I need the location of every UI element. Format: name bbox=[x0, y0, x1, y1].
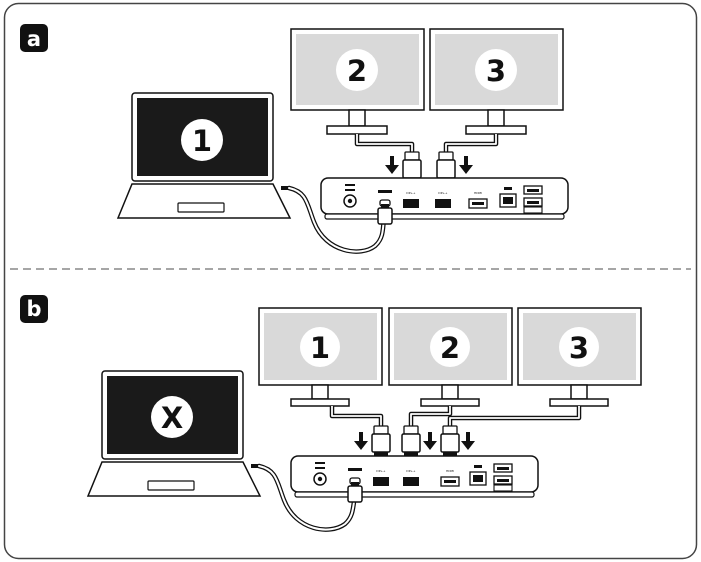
panel-b-label: b bbox=[26, 297, 41, 321]
laptop-base bbox=[86, 461, 262, 497]
monitor-number-circle bbox=[475, 49, 517, 91]
monitor-number-circle bbox=[430, 327, 470, 367]
dock-port-dp-1: DP++ bbox=[403, 191, 419, 208]
arrow-down-icon bbox=[385, 156, 399, 174]
monitor-a-2: 2 bbox=[290, 28, 425, 135]
laptop-screen-number: 1 bbox=[192, 124, 212, 158]
monitor-foot bbox=[326, 125, 388, 135]
monitor-neck bbox=[311, 384, 329, 400]
monitor-number: 2 bbox=[440, 331, 460, 365]
dock-port-dp-2: DP++ bbox=[403, 469, 419, 486]
laptop-a: 1 bbox=[116, 92, 292, 219]
panel-a: a 1 2 3 bbox=[20, 24, 569, 254]
panel-b-badge bbox=[20, 295, 48, 323]
monitor-number-circle bbox=[300, 327, 340, 367]
monitor-cable bbox=[354, 134, 415, 156]
dock-ethernet-port bbox=[469, 465, 487, 486]
panel-a-badge bbox=[20, 24, 48, 52]
docking-station-b: DP++ DP++ HDMI bbox=[290, 455, 539, 498]
usb-c-plug bbox=[377, 204, 393, 225]
svg-text:DP++: DP++ bbox=[406, 191, 416, 195]
monitor-neck bbox=[348, 109, 366, 127]
svg-text:DP++: DP++ bbox=[376, 469, 386, 473]
laptop-screen-marker bbox=[181, 119, 223, 161]
dock-ethernet-port bbox=[499, 187, 517, 208]
svg-text:HDMI: HDMI bbox=[446, 469, 454, 473]
monitor-number-circle bbox=[559, 327, 599, 367]
laptop-touchpad bbox=[177, 202, 225, 213]
dock-port-dp-2: DP++ bbox=[435, 191, 451, 208]
dock-port-hdmi: HDMI bbox=[440, 469, 460, 487]
monitor-number: 1 bbox=[310, 331, 330, 365]
panel-b: b X 1 2 bbox=[20, 295, 642, 532]
dock-port-hdmi: HDMI bbox=[468, 191, 488, 209]
panel-a-label: a bbox=[27, 27, 41, 51]
outer-frame bbox=[3, 2, 698, 560]
arrow-down-icon bbox=[461, 432, 475, 450]
monitor-number-circle bbox=[336, 49, 378, 91]
laptop-b: X bbox=[86, 370, 262, 497]
usb-c-plug bbox=[347, 482, 363, 503]
laptop-touchpad bbox=[147, 480, 195, 491]
laptop-usb-c-port bbox=[281, 186, 289, 190]
svg-text:HDMI: HDMI bbox=[474, 191, 482, 195]
laptop-screen-marker bbox=[151, 396, 193, 438]
monitor-neck bbox=[441, 384, 459, 400]
laptop-base bbox=[116, 183, 292, 219]
monitor-neck bbox=[487, 109, 505, 127]
docking-station-a: DP++ DP++ HDMI bbox=[320, 177, 569, 220]
dock-bottom bbox=[324, 213, 565, 220]
dock-port-dp-1: DP++ bbox=[373, 469, 389, 486]
monitor-a-3: 3 bbox=[429, 28, 564, 135]
monitor-foot bbox=[290, 398, 350, 407]
monitor-foot bbox=[465, 125, 527, 135]
svg-text:DP++: DP++ bbox=[438, 191, 448, 195]
monitor-b-2: 2 bbox=[388, 307, 513, 407]
svg-text:DP++: DP++ bbox=[406, 469, 416, 473]
monitor-number: 3 bbox=[569, 331, 589, 365]
monitor-number: 2 bbox=[347, 54, 367, 88]
monitor-b-3: 3 bbox=[517, 307, 642, 407]
arrow-down-icon bbox=[354, 432, 368, 450]
dock-bottom bbox=[294, 491, 535, 498]
monitor-foot bbox=[420, 398, 480, 407]
monitor-neck bbox=[570, 384, 588, 400]
arrow-down-icon bbox=[459, 156, 473, 174]
laptop-usb-c-port bbox=[251, 464, 259, 468]
monitor-number: 3 bbox=[486, 54, 506, 88]
arrow-down-icon bbox=[423, 432, 437, 450]
monitor-b-1: 1 bbox=[258, 307, 383, 407]
monitor-foot bbox=[549, 398, 609, 407]
laptop-screen-cross: X bbox=[161, 401, 183, 435]
dock-usb-a-ports bbox=[493, 463, 513, 492]
dock-usb-a-ports bbox=[523, 185, 543, 214]
